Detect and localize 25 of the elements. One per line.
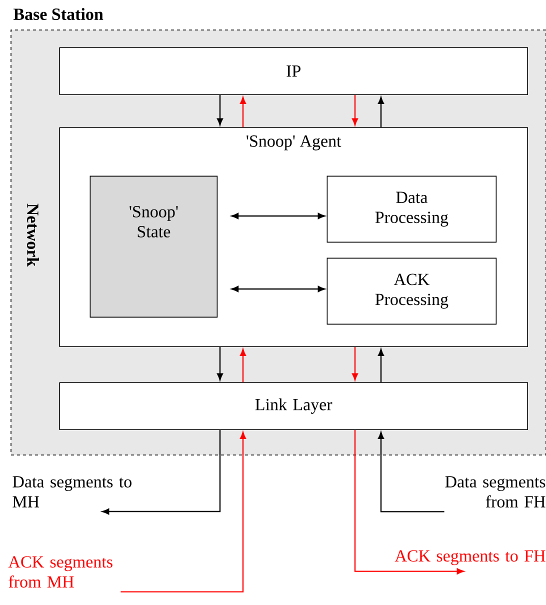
- flow-label: ACK segments from MH: [8, 556, 112, 588]
- arrow: [378, 432, 444, 512]
- flow-label: Data segments to MH: [12, 476, 132, 508]
- arrow: [102, 430, 221, 515]
- arrow: [378, 348, 384, 382]
- arrow: [240, 96, 246, 128]
- arrow: [231, 286, 325, 292]
- arrow: [352, 347, 358, 380]
- arrow: [231, 212, 325, 220]
- layer-box: IP: [59, 47, 528, 95]
- layer-box: Link Layer: [59, 382, 528, 430]
- arrow: [354, 430, 464, 574]
- arrow: [240, 348, 246, 382]
- flow-label: Data segments from FH: [445, 476, 546, 508]
- region-title: Base Station: [13, 8, 104, 20]
- flow-label: ACK segments to FH: [394, 550, 546, 566]
- process-box: ACK Processing: [326, 258, 497, 325]
- arrow: [378, 96, 384, 128]
- arrow: [352, 95, 358, 126]
- process-box: Data Processing: [326, 176, 497, 243]
- vertical-label: Network: [27, 204, 39, 267]
- arrow: [120, 432, 246, 592]
- state-box: 'Snoop' State: [90, 176, 218, 318]
- arrow: [216, 347, 224, 380]
- arrow: [216, 95, 224, 126]
